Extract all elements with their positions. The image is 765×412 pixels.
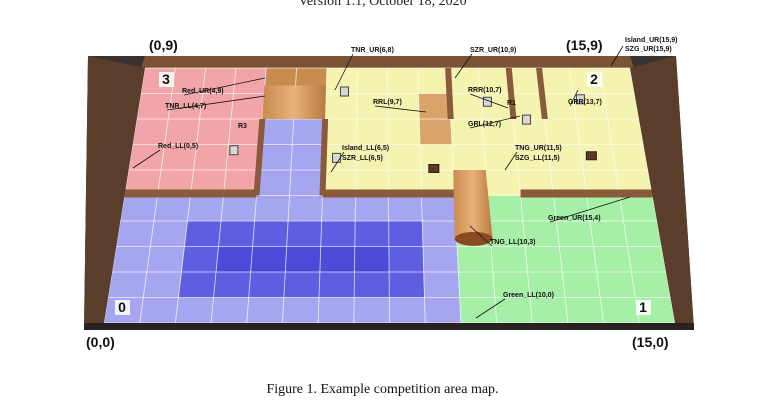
label-grr: GRR(13,7)	[568, 99, 602, 106]
zone-number-2: 2	[590, 71, 598, 87]
label-grl-arrow	[469, 115, 521, 129]
back-wall	[141, 56, 634, 68]
label-grr-arrow	[569, 89, 579, 107]
figure-caption: Figure 1. Example competition area map.	[266, 382, 499, 397]
wall-layer	[84, 56, 694, 330]
label-red-ll-arrow	[132, 149, 161, 169]
object-layer	[229, 85, 597, 246]
label-tnr-ur: TNR_UR(6,8)	[351, 47, 394, 54]
wall-red-right	[253, 119, 266, 196]
zone-number-1-bg	[636, 300, 651, 315]
robot-island	[332, 152, 342, 163]
corner-label-bottom-right: (15,0)	[632, 334, 669, 350]
wall-red-bottom	[124, 189, 257, 198]
label-szr-ur-arrow	[454, 53, 473, 79]
yellow-zone	[322, 68, 653, 196]
label-szr-ur: SZR_UR(10,9)	[470, 47, 516, 54]
wall-yellow-left	[319, 119, 329, 196]
label-green-ur-arrow	[549, 196, 631, 223]
label-rrl-arrow	[374, 105, 427, 113]
label-szr-ll: SZR_LL(6,5)	[342, 155, 383, 162]
island-note: Island_UR(15,9) SZG_UR(15,9)	[625, 36, 678, 54]
robot-tnr	[339, 86, 349, 97]
zone-number-0-bg	[115, 300, 130, 315]
zone-number-3-bg	[159, 72, 174, 87]
label-r1: R1	[507, 100, 516, 107]
corner-label-bottom-left: (0,0)	[86, 334, 115, 350]
zone-number-2-bg	[587, 72, 602, 87]
label-tnr-ll-arrow	[166, 95, 266, 111]
island-ur-arrow	[610, 45, 624, 67]
version-line: Version 1.1, October 18, 2020	[298, 0, 467, 9]
label-red-ur: Red_UR(4,9)	[182, 88, 224, 95]
zone-number-1: 1	[639, 299, 647, 315]
wall-yellow-bottom-left	[322, 189, 488, 198]
label-island-ll: Island_LL(6,5)	[342, 145, 389, 152]
corner-label-top-right: (15,9)	[566, 37, 603, 53]
tunnel-green-mouth	[454, 231, 493, 246]
label-rrr-arrow	[469, 93, 509, 109]
wall-grr	[536, 68, 548, 119]
wall-rrr	[445, 68, 454, 119]
label-tnr-ur-arrow	[334, 53, 354, 91]
green-zone	[454, 195, 675, 323]
corner-label-top-left: (0,9)	[149, 37, 178, 53]
zone-number-3: 3	[162, 71, 170, 87]
label-green-ll-arrow	[475, 298, 506, 319]
channel-zone	[256, 119, 326, 196]
robot-r3	[229, 145, 239, 156]
zone-number-0: 0	[118, 299, 126, 315]
red-zone	[124, 68, 267, 196]
szg-ur-label: SZG_UR(15,9)	[625, 46, 672, 53]
label-tnr-ll: TNR_LL(4,7)	[165, 103, 206, 110]
wall-grl	[505, 68, 517, 119]
label-tng-ll-arrow	[469, 225, 493, 247]
crate-right	[585, 151, 597, 161]
island-ur-label: Island_UR(15,9)	[625, 37, 678, 44]
wall-yellow-bottom-right	[520, 189, 653, 198]
river-inner	[216, 246, 390, 272]
right-side-wall	[630, 56, 694, 330]
zone-layer	[104, 68, 675, 323]
label-r3: R3	[238, 123, 247, 130]
front-edge	[84, 323, 694, 330]
tunnel-red	[262, 85, 326, 119]
crate-island	[428, 164, 440, 174]
tunnel-green	[453, 170, 493, 239]
label-green-ur: Green_UR(15,4)	[548, 215, 601, 222]
label-szg-ll: SZG_LL(11,5)	[515, 155, 560, 162]
label-red-ur-arrow	[183, 77, 266, 96]
label-tng-ur: TNG_UR(11,5)	[515, 145, 562, 152]
label-red-ll: Red_LL(0,5)	[158, 143, 198, 150]
label-island-ll-arrow	[330, 151, 345, 173]
label-rrr: RRR(10,7)	[468, 87, 501, 94]
label-tng-ll: TNG_LL(10,3)	[490, 239, 536, 246]
label-tng-ur-arrow	[504, 151, 518, 171]
label-green-ll: Green_LL(10,0)	[503, 292, 554, 299]
robot-r1	[522, 114, 532, 125]
robot-grr	[575, 94, 585, 105]
label-rrl: RRL(9,7)	[373, 99, 402, 106]
left-side-wall	[84, 56, 145, 330]
